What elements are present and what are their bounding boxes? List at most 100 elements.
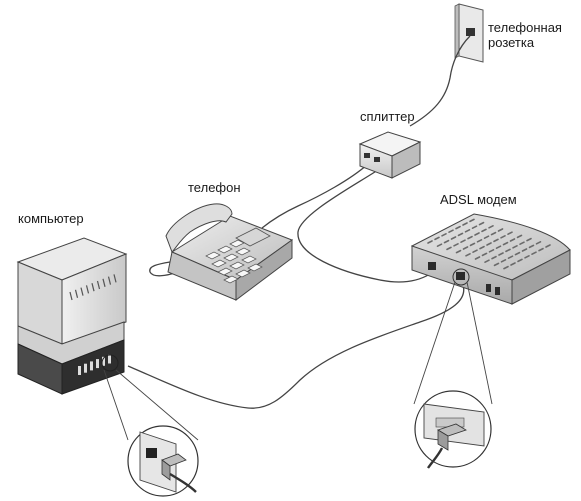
keypad-icon — [205, 239, 263, 284]
monitor-vent-slot — [96, 280, 101, 290]
modem-port-detail — [413, 281, 493, 469]
vent-slot — [455, 225, 461, 230]
cables — [127, 35, 471, 409]
splitter-icon — [358, 131, 422, 179]
vent-slot — [497, 228, 504, 232]
vent-slot — [464, 229, 471, 233]
vent-slot — [478, 221, 485, 226]
vent-slot — [495, 245, 502, 249]
computer-icon — [16, 237, 128, 395]
vent-slot — [474, 232, 480, 236]
vent-slot — [448, 229, 454, 233]
wall-outlet-label-line1: телефонная — [488, 20, 562, 35]
telephone-label: телефон — [188, 180, 241, 195]
vent-slot — [483, 235, 490, 239]
computer-port-slot — [102, 356, 105, 366]
monitor-vent-slot — [107, 276, 112, 285]
vent-slot — [460, 239, 466, 243]
vent-slot — [443, 239, 450, 244]
wall-outlet-label: телефонная розетка — [488, 20, 562, 50]
monitor-vent-slot — [74, 289, 79, 298]
vent-slot — [493, 262, 500, 267]
wall-outlet-icon — [454, 3, 484, 63]
vent-slot — [519, 241, 525, 245]
telephone-icon — [165, 203, 294, 301]
vent-slot — [516, 234, 523, 239]
port-icon — [486, 284, 491, 292]
vent-slot — [455, 249, 462, 254]
monitor-vent-slot — [85, 285, 90, 294]
vent-slot — [521, 248, 528, 252]
vent-slot — [502, 241, 509, 246]
monitor-vent-slot — [69, 291, 73, 301]
cable-outlet-splitter — [409, 35, 471, 127]
vent-slot — [514, 251, 521, 256]
vent-slot — [526, 237, 532, 242]
vent-slot — [538, 247, 544, 252]
vent-slot — [507, 231, 513, 235]
port-icon — [495, 287, 500, 295]
cable-splitter-phone — [261, 163, 369, 229]
vent-slot — [503, 265, 509, 270]
vent-slot — [474, 256, 481, 260]
vent-slot — [512, 245, 518, 249]
vent-slot — [469, 242, 476, 247]
splitter-label: сплиттер — [360, 109, 415, 124]
vent-slot — [479, 245, 485, 250]
vent-slot — [488, 249, 495, 253]
computer-ports — [78, 354, 111, 375]
vent-slot — [488, 225, 494, 229]
vent-slot — [467, 235, 473, 240]
computer-port-slot — [108, 354, 111, 364]
vent-slot — [427, 240, 433, 244]
vent-slot — [453, 243, 459, 247]
vent-slot — [484, 259, 490, 264]
vent-slot — [505, 248, 511, 253]
vent-slot — [500, 235, 506, 239]
vent-slot — [524, 255, 530, 259]
vent-slot — [471, 225, 478, 229]
vent-slot — [472, 249, 478, 253]
vent-slot — [441, 233, 447, 237]
vent-slots — [427, 218, 551, 270]
vent-slot — [517, 258, 523, 263]
adsl-modem-icon — [410, 213, 571, 305]
vent-slot — [493, 238, 499, 243]
vent-slot — [510, 262, 516, 266]
vent-slot — [434, 236, 440, 241]
vent-slot — [535, 241, 542, 245]
computer-port-slot — [78, 366, 81, 375]
computer-port-slot — [84, 363, 87, 373]
computer-port-slot — [96, 359, 99, 369]
wall-outlet-label-line2: розетка — [488, 35, 535, 50]
monitor-vent-slot — [91, 283, 95, 292]
vent-slot — [545, 244, 551, 248]
vent-slot — [481, 228, 487, 233]
monitor-vent-slot — [102, 278, 106, 287]
vent-slot — [462, 222, 468, 226]
vent-slot — [476, 239, 483, 243]
vent-slot — [509, 238, 516, 242]
monitor-vent-slot — [80, 287, 84, 296]
computer-port-detail — [103, 369, 199, 497]
cable-handset-cord — [149, 261, 179, 277]
vent-slot — [457, 232, 464, 237]
adsl-modem-label: ADSL модем — [440, 192, 517, 207]
monitor-vents — [69, 274, 117, 301]
vent-slot — [465, 253, 471, 257]
vent-slot — [531, 251, 537, 255]
vent-slot — [481, 252, 488, 257]
vent-slot — [528, 244, 535, 249]
monitor-vent-slot — [113, 274, 117, 283]
port-icon — [428, 262, 436, 270]
vent-slot — [507, 255, 514, 260]
vent-slot — [486, 242, 492, 246]
port-icon — [456, 272, 465, 280]
cable-splitter-modem — [297, 169, 431, 283]
computer-label: компьютер — [18, 211, 84, 226]
vent-slot — [446, 246, 452, 251]
cable-modem-computer — [127, 281, 465, 409]
vent-slot — [498, 252, 504, 256]
